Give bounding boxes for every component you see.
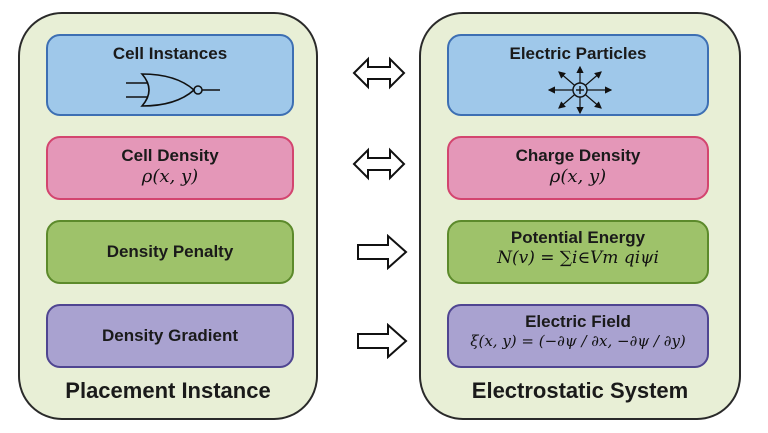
double-arrow-icon xyxy=(352,147,406,181)
density-penalty-title: Density Penalty xyxy=(106,242,234,261)
placement-instance-title: Placement Instance xyxy=(65,378,271,403)
cell-density-formula: ρ(x, y) xyxy=(141,166,199,187)
cell-density-box: Cell Density ρ(x, y) xyxy=(46,136,294,200)
potential-energy-formula: N(v) = ∑i∈Vm qiψi xyxy=(497,248,659,268)
electric-field-box: Electric Field ξ(x, y) = (−∂ψ / ∂x, −∂ψ … xyxy=(447,304,709,368)
density-gradient-box: Density Gradient xyxy=(46,304,294,368)
density-penalty-box: Density Penalty xyxy=(46,220,294,284)
charge-field-icon xyxy=(547,65,613,115)
density-gradient-title: Density Gradient xyxy=(101,326,239,345)
electrostatic-system-title: Electrostatic System xyxy=(471,378,689,403)
cell-instances-box: Cell Instances xyxy=(46,34,294,116)
charge-density-box: Charge Density ρ(x, y) xyxy=(447,136,709,200)
double-arrow-icon xyxy=(352,56,406,90)
placement-instance-panel: Cell Instances Cell Density ρ(x, y) Dens… xyxy=(18,12,318,420)
right-arrow-icon xyxy=(357,323,408,359)
electrostatic-system-panel: Electric Particles Charge Den xyxy=(419,12,741,420)
electric-particles-box: Electric Particles xyxy=(447,34,709,116)
electric-field-title: Electric Field xyxy=(525,312,631,331)
cell-density-title: Cell Density xyxy=(121,146,219,165)
charge-density-title: Charge Density xyxy=(515,146,641,165)
potential-energy-title: Potential Energy xyxy=(510,228,646,247)
cell-instances-title: Cell Instances xyxy=(112,44,228,63)
potential-energy-box: Potential Energy N(v) = ∑i∈Vm qiψi xyxy=(447,220,709,284)
right-arrow-icon xyxy=(357,234,408,270)
nor-gate-icon xyxy=(126,73,220,107)
charge-density-formula: ρ(x, y) xyxy=(549,166,607,187)
electric-field-formula: ξ(x, y) = (−∂ψ / ∂x, −∂ψ / ∂y) xyxy=(470,332,686,350)
electric-particles-title: Electric Particles xyxy=(509,44,647,63)
